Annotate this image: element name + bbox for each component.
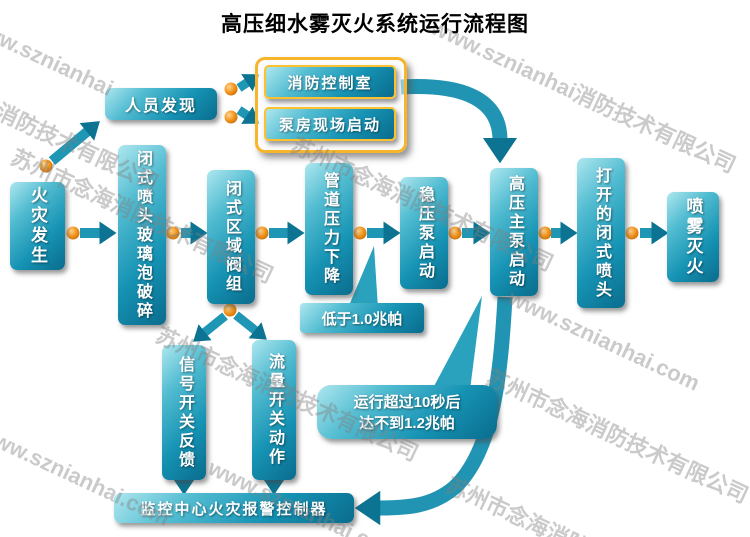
arrow-fire-to-person xyxy=(48,121,100,165)
diagram-title: 高压细水雾灭火系统运行流程图 xyxy=(221,13,529,36)
junction-dot xyxy=(224,82,238,96)
arrow-valve-to-signal xyxy=(193,312,228,342)
callout-low-pressure: 低于1.0兆帕 xyxy=(300,303,424,333)
junction-dot xyxy=(538,226,552,240)
node-control-room: 消防控制室 xyxy=(264,65,396,99)
junction-dot xyxy=(448,226,462,240)
node-pump-room-start: 泵房现场启动 xyxy=(264,107,396,141)
node-stabilizing-pump-start: 稳压泵启动 xyxy=(400,177,448,289)
junction-dot xyxy=(166,226,180,240)
arrow-valve-to-flow xyxy=(233,311,267,340)
junction-dot xyxy=(39,159,53,173)
callout-run-over-line2: 达不到1.2兆帕 xyxy=(359,415,455,432)
node-signal-switch-feedback: 信号开关反馈 xyxy=(162,345,206,480)
arrow-controlbox-to-mainpump xyxy=(400,79,518,164)
arrow-person-to-pumproom xyxy=(236,106,260,124)
node-zone-valve-group: 闭式区域阀组 xyxy=(207,170,255,304)
arrow-mainpump-to-alarmcontroller xyxy=(354,296,513,526)
node-spray-extinguish: 喷雾灭火 xyxy=(667,192,719,282)
callout-run-over-line1: 运行超过10秒后 xyxy=(353,394,461,411)
junction-dot xyxy=(224,110,238,124)
node-pipe-pressure-drop: 管道压力下降 xyxy=(305,163,353,295)
node-flow-switch-action: 流量开关动作 xyxy=(252,340,296,480)
junction-dot xyxy=(625,226,639,240)
node-person-found: 人员发现 xyxy=(105,88,217,120)
junction-dot xyxy=(223,303,237,317)
node-opened-sprinkler: 打开的闭式喷头 xyxy=(577,158,625,308)
callout-run-over: 运行超过10秒后 达不到1.2兆帕 xyxy=(317,385,497,439)
junction-dot xyxy=(255,226,269,240)
node-alarm-controller: 监控中心火灾报警控制器 xyxy=(114,493,354,523)
node-fire-start: 火灾发生 xyxy=(10,182,65,270)
node-glass-bulb-break: 闭式喷头玻璃泡破碎 xyxy=(118,145,166,325)
callout-pointer-run-over xyxy=(432,296,482,390)
junction-dot xyxy=(353,226,367,240)
junction-dot xyxy=(66,226,80,240)
arrow-person-to-controlroom xyxy=(236,74,260,92)
callout-pointer-low-pressure xyxy=(348,246,378,308)
node-main-pump-start: 高压主泵启动 xyxy=(490,168,538,296)
